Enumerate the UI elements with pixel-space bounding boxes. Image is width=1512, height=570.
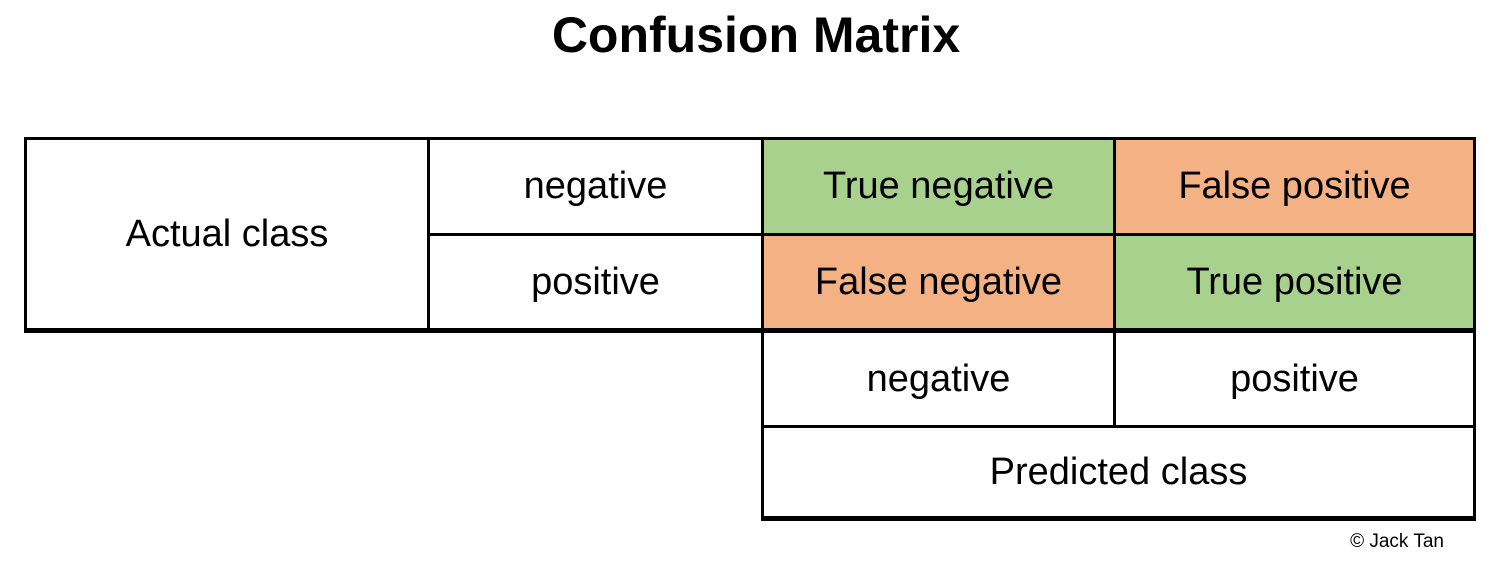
confusion-matrix-table: Actual class negative True negative Fals… xyxy=(24,137,1476,521)
cell-true-positive: True positive xyxy=(1113,233,1476,333)
table-row: negative positive xyxy=(25,329,1476,428)
cell-false-negative: False negative xyxy=(761,233,1116,333)
cell-false-positive: False positive xyxy=(1113,137,1476,236)
spacer-cell xyxy=(25,330,763,427)
table-row: Predicted class xyxy=(25,425,1476,521)
table-row: Actual class negative True negative Fals… xyxy=(24,137,1476,333)
table-row: positive False negative True positive xyxy=(26,233,1476,333)
predicted-col-label-negative: negative xyxy=(761,329,1116,428)
predicted-class-axis-label: Predicted class xyxy=(761,425,1476,521)
actual-row-label-positive: positive xyxy=(427,233,764,333)
actual-class-axis-label: Actual class xyxy=(24,137,430,333)
credit-text: © Jack Tan xyxy=(1350,531,1444,552)
actual-row-label-negative: negative xyxy=(427,137,764,236)
predicted-col-label-positive: positive xyxy=(1113,329,1476,428)
cell-true-negative: True negative xyxy=(761,137,1116,236)
figure-title: Confusion Matrix xyxy=(551,7,961,63)
spacer-cell xyxy=(25,426,763,519)
